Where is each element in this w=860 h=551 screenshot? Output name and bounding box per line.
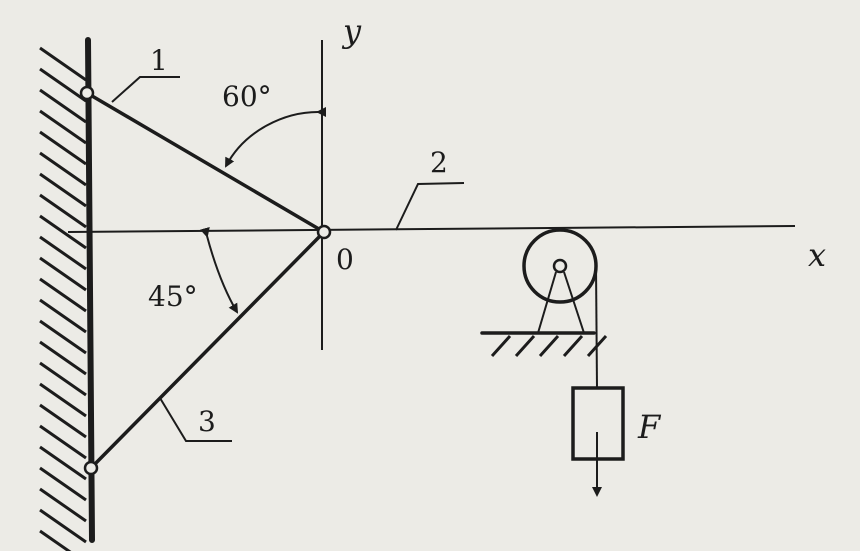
hatch-line: [39, 256, 87, 292]
angle-45-label: 45°: [148, 280, 198, 313]
force-label: F: [637, 408, 662, 446]
base-hatch-line: [490, 334, 512, 358]
angle-arc-60: [225, 106, 327, 168]
member-3-label: 3: [198, 405, 216, 438]
hatch-line: [39, 445, 87, 481]
hatch-line: [39, 424, 87, 460]
hatch-line: [39, 319, 87, 355]
hatch-line: [39, 214, 87, 250]
hatch-line: [39, 46, 87, 82]
member-3-rod: [89, 230, 326, 470]
pulley-base-hatching: [490, 334, 608, 358]
x-axis-label: x: [808, 236, 826, 274]
pulley-support-left: [537, 271, 557, 334]
pulley-axle: [552, 258, 568, 274]
leader-member-1: [111, 76, 180, 103]
pulley-support-right: [563, 271, 585, 334]
hatch-line: [39, 340, 87, 376]
wall-hatching: [39, 46, 87, 551]
angle-arc-45: [200, 226, 239, 314]
angle-60-label: 60°: [222, 80, 272, 113]
hatch-line: [39, 277, 87, 313]
x-axis: [67, 225, 796, 233]
rope: [595, 265, 598, 389]
hatch-line: [39, 235, 87, 271]
member-2-label: 2: [430, 146, 448, 179]
base-hatch-line: [538, 334, 560, 358]
leader-member-3: [159, 397, 232, 442]
hatch-line: [39, 130, 87, 166]
wall: [85, 37, 95, 543]
member-1-rod: [85, 91, 326, 234]
leader-member-2: [395, 182, 465, 231]
y-axis-label: y: [341, 12, 362, 50]
hatch-line: [39, 403, 87, 439]
hatch-line: [39, 298, 87, 334]
hatch-line: [39, 466, 87, 502]
hatch-line: [39, 88, 87, 124]
hatch-line: [39, 382, 87, 418]
origin-label: 0: [336, 243, 354, 276]
joint-top: [79, 85, 95, 101]
hatch-line: [39, 508, 87, 544]
hatch-line: [39, 361, 87, 397]
hatch-line: [39, 487, 87, 523]
base-hatch-line: [562, 334, 584, 358]
hatch-line: [39, 109, 87, 145]
joint-bottom: [83, 460, 99, 476]
hatch-line: [39, 172, 87, 208]
hatch-line: [39, 151, 87, 187]
base-hatch-line: [514, 334, 536, 358]
joint-origin: [316, 224, 332, 240]
hatch-line: [39, 193, 87, 229]
hatch-line: [39, 67, 87, 103]
member-1-label: 1: [150, 44, 168, 77]
hatch-line: [39, 529, 72, 551]
